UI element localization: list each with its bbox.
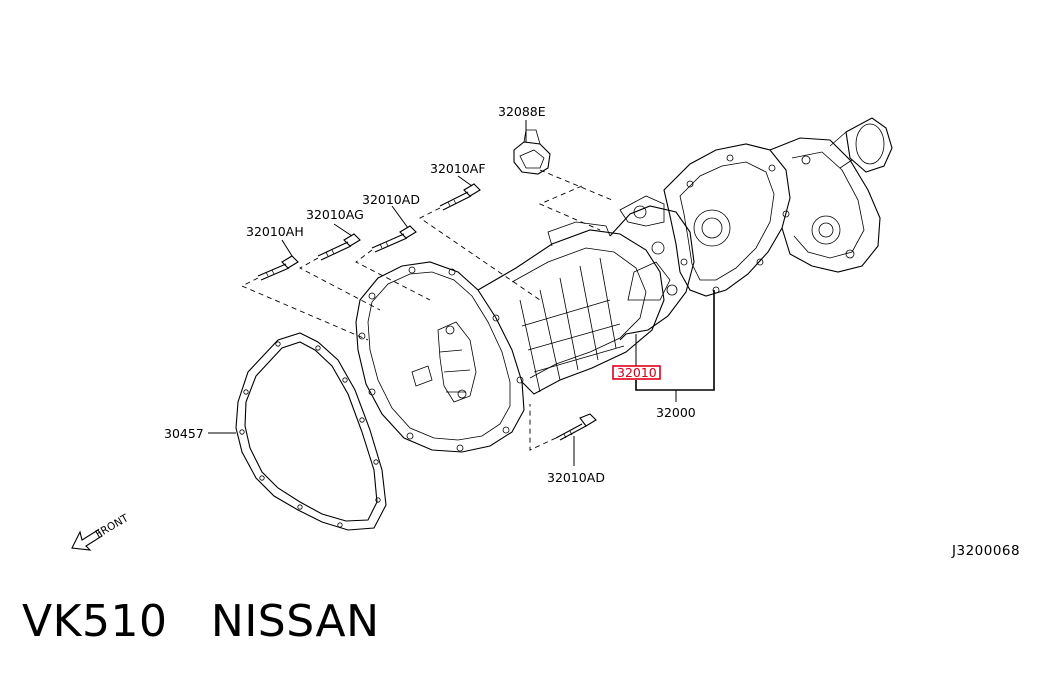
bolt-32010AD-lower[interactable] (555, 413, 597, 466)
label-32010AG[interactable]: 32010AG (306, 207, 364, 222)
bolt-32010AF[interactable] (439, 175, 481, 211)
bolt-32010AD-upper[interactable] (371, 205, 417, 253)
diagram-reference-code: J3200068 (952, 543, 1021, 559)
highlight-box-32010 (612, 365, 661, 380)
label-32010AD-lower[interactable]: 32010AD (547, 470, 605, 485)
label-32088E[interactable]: 32088E (498, 104, 546, 119)
label-32010AD-upper[interactable]: 32010AD (362, 192, 420, 207)
bolt-32010AG[interactable] (317, 223, 361, 261)
label-32010AF[interactable]: 32010AF (430, 161, 486, 176)
transmission-assembly[interactable] (355, 117, 893, 453)
label-32010[interactable]: 32010 (617, 365, 657, 380)
caption-model: VK510 (22, 596, 168, 647)
caption-make: NISSAN (210, 596, 380, 647)
label-32010AH[interactable]: 32010AH (246, 224, 304, 239)
vehicle-caption: VK510 NISSAN (22, 596, 380, 647)
front-label: FRONT (94, 512, 132, 541)
front-arrow-icon (71, 529, 103, 551)
front-direction-indicator: FRONT (71, 512, 132, 551)
part-leaders (208, 290, 715, 434)
sensor-32088E[interactable] (513, 120, 551, 175)
bolt-32010AH[interactable] (257, 239, 299, 281)
assembly-guide-lines (240, 169, 613, 451)
label-32000[interactable]: 32000 (656, 405, 696, 420)
label-30457[interactable]: 30457 (164, 426, 204, 441)
gasket-30457[interactable] (235, 332, 387, 531)
